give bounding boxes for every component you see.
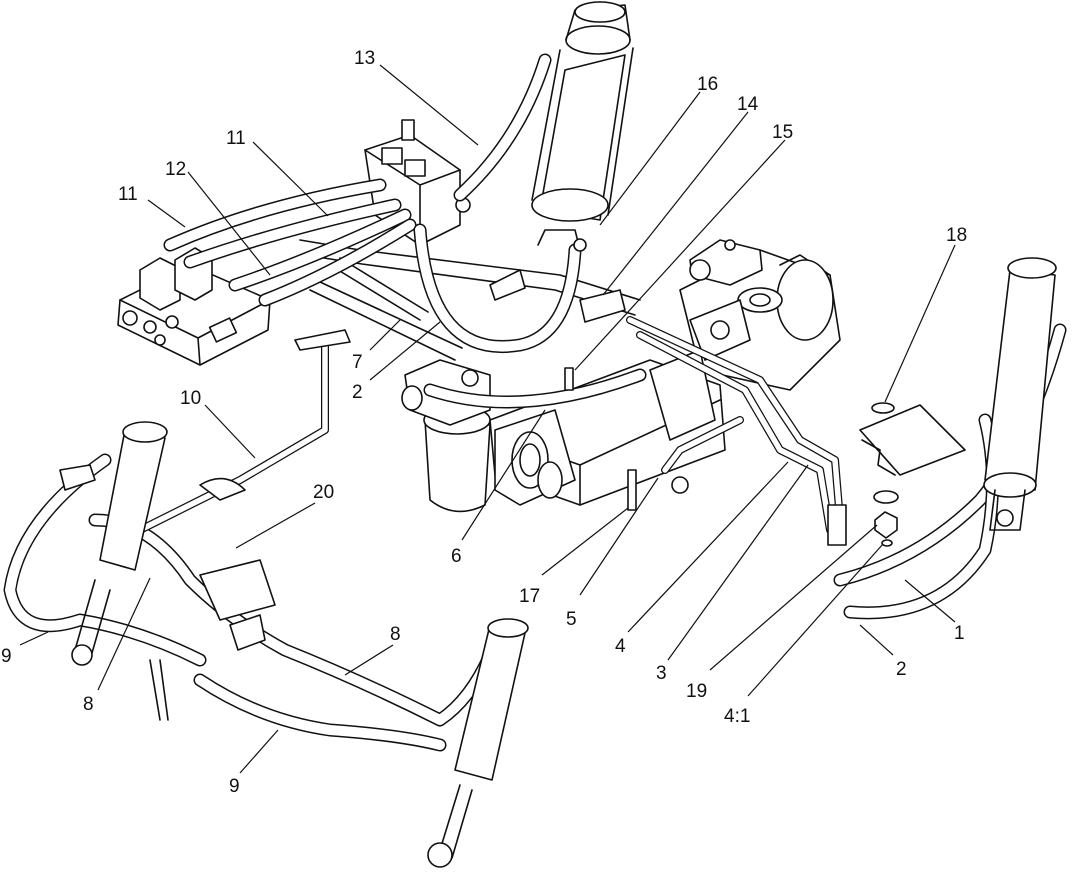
callout-2-lower: 2 <box>896 659 907 680</box>
callout-12: 12 <box>165 159 186 180</box>
callout-6: 6 <box>451 546 462 567</box>
right-cylinder <box>983 257 1057 531</box>
callout-7: 7 <box>352 352 363 373</box>
callout-2-upper: 2 <box>352 382 363 403</box>
hydrostatic-pump <box>679 239 841 391</box>
callout-19: 19 <box>686 681 707 702</box>
callout-17: 17 <box>519 586 540 607</box>
callout-9-bottom: 9 <box>229 776 240 797</box>
callout-4: 4 <box>615 636 626 657</box>
callout-3: 3 <box>656 663 667 684</box>
callout-11-left: 11 <box>118 184 138 205</box>
left-rear-cylinder <box>427 618 529 868</box>
callout-20: 20 <box>313 482 334 503</box>
callout-15: 15 <box>772 122 793 143</box>
drive-housing <box>489 349 726 506</box>
steel-tubes <box>136 316 844 534</box>
oil-filter <box>401 359 491 513</box>
left-front-cylinder <box>71 421 168 666</box>
callout-9-left: 9 <box>1 646 12 667</box>
callout-14: 14 <box>737 94 759 115</box>
callout-4-1: 4:1 <box>724 706 750 727</box>
relief-valve <box>149 559 276 721</box>
clamps-fittings <box>59 238 847 546</box>
callout-8-left: 8 <box>83 694 94 715</box>
callout-5: 5 <box>566 609 577 630</box>
callout-11-upper: 11 <box>226 128 246 149</box>
callout-10: 10 <box>180 388 201 409</box>
top-lift-cylinder <box>531 1 634 251</box>
callout-18: 18 <box>946 225 967 246</box>
leader-lines <box>19 64 956 774</box>
callout-13: 13 <box>354 48 375 69</box>
callout-16: 16 <box>697 74 718 95</box>
callout-1: 1 <box>954 623 965 644</box>
callout-labels: 13 16 14 15 11 11 12 18 7 2 10 20 6 17 5… <box>1 48 967 797</box>
callout-8-center: 8 <box>390 624 401 645</box>
mounting-bracket <box>859 402 966 547</box>
